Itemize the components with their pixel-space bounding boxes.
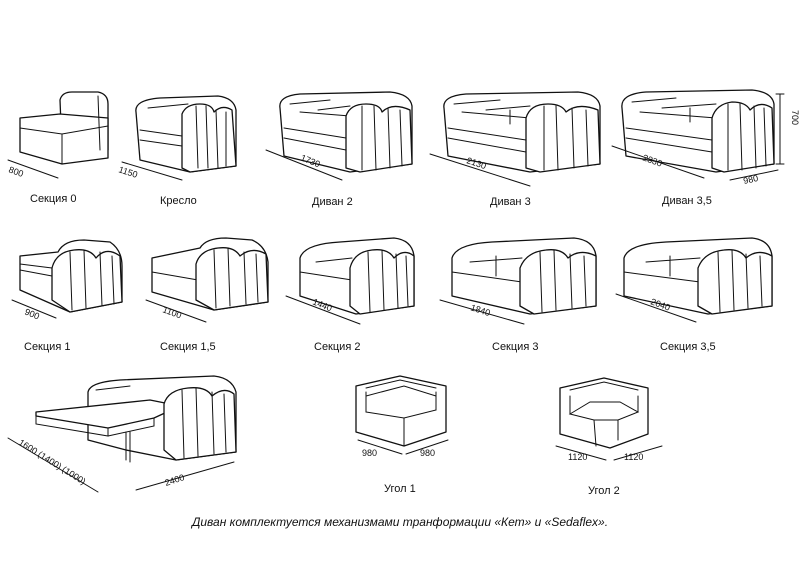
label-corner-2: Угол 2 bbox=[588, 485, 620, 497]
drawing-corner-1 bbox=[355, 375, 449, 455]
drawing-section-3 bbox=[451, 237, 597, 315]
dimension-lines-row2 bbox=[11, 293, 697, 325]
drawing-sofa-2 bbox=[279, 91, 413, 173]
label-sofa-3-5: Диван 3,5 bbox=[662, 195, 712, 207]
label-sofa-3: Диван 3 bbox=[490, 196, 531, 208]
label-section-1-5: Секция 1,5 bbox=[160, 341, 216, 353]
drawing-section-1 bbox=[19, 239, 123, 313]
drawing-section-1-5 bbox=[151, 237, 269, 311]
dim-corner-2-left: 1120 bbox=[568, 452, 587, 462]
footer-note: Диван комплектуется механизмами транформ… bbox=[190, 515, 608, 529]
label-armchair: Кресло bbox=[160, 195, 197, 207]
label-section-3: Секция 3 bbox=[492, 341, 538, 353]
drawing-corner-2 bbox=[555, 377, 663, 461]
drawing-sofa-bed bbox=[7, 375, 237, 493]
drawing-sofa-3-5 bbox=[621, 89, 785, 173]
label-section-0: Секция 0 bbox=[30, 193, 76, 205]
drawing-section-0 bbox=[19, 91, 109, 165]
label-section-2: Секция 2 bbox=[314, 341, 360, 353]
dim-section-1: 900 bbox=[23, 307, 41, 322]
dim-corner-1-right: 980 bbox=[420, 448, 435, 458]
dim-corner-2-right: 1120 bbox=[624, 452, 643, 462]
label-sofa-2: Диван 2 bbox=[312, 196, 353, 208]
dim-section-1-5: 1100 bbox=[161, 304, 183, 320]
label-corner-1: Угол 1 bbox=[384, 483, 416, 495]
dim-sofa-3-5-depth: 980 bbox=[742, 173, 759, 186]
dimension-lines-row1 bbox=[7, 145, 779, 187]
drawing-armchair bbox=[135, 95, 237, 173]
drawing-section-3-5 bbox=[623, 237, 773, 315]
dim-corner-1-left: 980 bbox=[362, 448, 377, 458]
dim-armchair: 1150 bbox=[117, 164, 139, 179]
dim-section-0: 800 bbox=[7, 164, 25, 179]
label-section-3-5: Секция 3,5 bbox=[660, 341, 716, 353]
drawing-section-2 bbox=[299, 237, 415, 315]
dim-sofa-3-5-height: 700 bbox=[790, 110, 800, 125]
label-section-1: Секция 1 bbox=[24, 341, 70, 353]
dim-bed-width: 1600 (1400) (1000) bbox=[17, 437, 88, 486]
dim-bed-length: 2400 bbox=[164, 472, 186, 488]
drawing-sofa-3 bbox=[443, 91, 601, 173]
